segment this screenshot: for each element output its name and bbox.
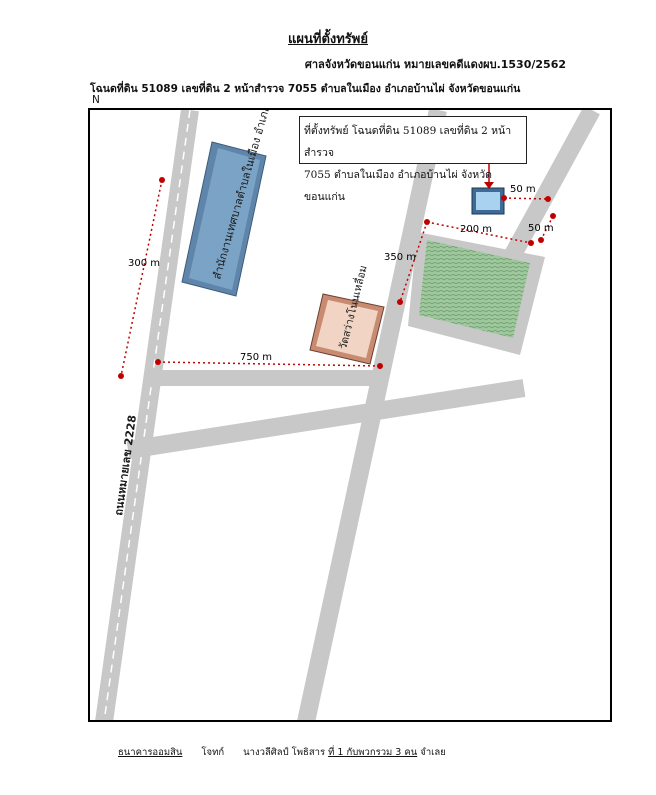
case-parties-footer: ธนาคารออมสิน โจทก์ นางวลีศิลป์ โพธิสาร ท… (118, 745, 446, 760)
highway-2228-centerline (103, 110, 191, 720)
plaintiff-role: โจทก์ (201, 747, 225, 758)
map-title: แผนที่ตั้งทรัพย์ (288, 32, 368, 47)
distance-line-50a (503, 197, 549, 200)
court-case-number: ศาลจังหวัดขอนแก่น หมายเลขคดีแดงผบ.1530/2… (304, 58, 566, 71)
distance-endpoints (118, 177, 556, 379)
map-frame: สำนักงานเทศบาลตำบลในเมือง อำเภอบ้านไผ่ ว… (88, 108, 612, 722)
distance-line-750 (157, 361, 381, 367)
property-callout-box: ที่ตั้งทรัพย์ โฉนดที่ดิน 51089 เลขที่ดิน… (299, 116, 527, 203)
defendant-role: จำเลย (420, 747, 446, 758)
road-network (95, 110, 600, 720)
defendant-group: ที่ 1 กับพวกรวม 3 คน (328, 747, 418, 758)
callout-line-2: 7055 ตำบลในเมือง อำเภอบ้านไผ่ จังหวัดขอน… (304, 169, 492, 203)
callout-arrowhead (484, 182, 494, 189)
distance-label-750: 750 m (240, 352, 272, 363)
property-crop-field (419, 240, 530, 338)
cross-road (126, 379, 526, 459)
location-map: สำนักงานเทศบาลตำบลในเมือง อำเภอบ้านไผ่ ว… (95, 110, 600, 720)
distance-label-350: 350 m (384, 252, 416, 263)
callout-line-1: ที่ตั้งทรัพย์ โฉนดที่ดิน 51089 เลขที่ดิน… (304, 125, 512, 159)
temple-building (309, 293, 385, 365)
distance-label-200: 200 m (460, 224, 492, 235)
east-road (502, 110, 600, 265)
distance-lines (120, 179, 554, 377)
deed-description: โฉนดที่ดิน 51089 เลขที่ดิน 2 หน้าสำรวจ 7… (90, 83, 521, 95)
property-marker-icon (471, 187, 505, 215)
distance-label-50a: 50 m (510, 184, 536, 195)
distance-label-300: 300 m (128, 258, 160, 269)
distance-label-50b: 50 m (528, 223, 554, 234)
district-office-building (181, 141, 267, 297)
distance-line-350 (399, 221, 428, 303)
distance-line-300 (120, 179, 163, 377)
north-indicator: N (92, 94, 100, 106)
defendant-name: นางวลีศิลป์ โพธิสาร (243, 747, 326, 758)
plaintiff-bank: ธนาคารออมสิน (118, 747, 183, 758)
